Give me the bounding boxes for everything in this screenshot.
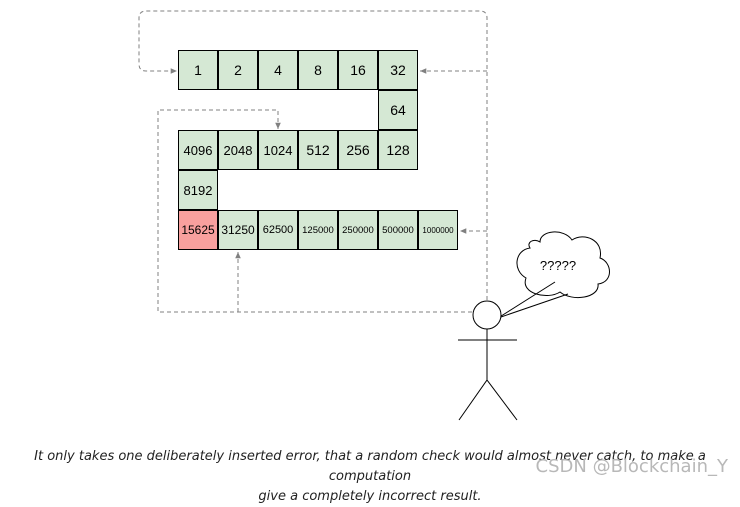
thought-bubble-text: ????? — [539, 258, 577, 273]
arrow-layer — [138, 10, 610, 421]
cell: 256 — [338, 130, 378, 170]
cell: 2 — [218, 50, 258, 90]
cell: 128 — [378, 130, 418, 170]
cell: 500000 — [378, 210, 418, 250]
person-head — [472, 300, 502, 330]
caption-line-1: It only takes one deliberately inserted … — [34, 449, 706, 484]
person-figure — [458, 300, 518, 421]
cell: 4096 — [178, 130, 218, 170]
cell: 16 — [338, 50, 378, 90]
bubble-line-lower — [497, 293, 569, 319]
caption-line-2: give a completely incorrect result. — [258, 489, 482, 504]
cell: 1000000 — [418, 210, 458, 250]
loop-arrow-to-start — [138, 10, 488, 300]
bubble-line-upper — [497, 281, 556, 319]
watermark: CSDN @Blockchain_Y — [535, 456, 728, 477]
cell: 4 — [258, 50, 298, 90]
cell: 64 — [378, 90, 418, 130]
cell: 1024 — [258, 130, 298, 170]
cell: 250000 — [338, 210, 378, 250]
cell: 1 — [178, 50, 218, 90]
cell-error: 15625 — [178, 210, 218, 250]
cell: 125000 — [298, 210, 338, 250]
cell: 2048 — [218, 130, 258, 170]
cell: 512 — [298, 130, 338, 170]
cell: 62500 — [258, 210, 298, 250]
cell: 31250 — [218, 210, 258, 250]
cell: 8192 — [178, 170, 218, 210]
cell: 8 — [298, 50, 338, 90]
thought-bubble — [516, 231, 610, 299]
cell: 32 — [378, 50, 418, 90]
